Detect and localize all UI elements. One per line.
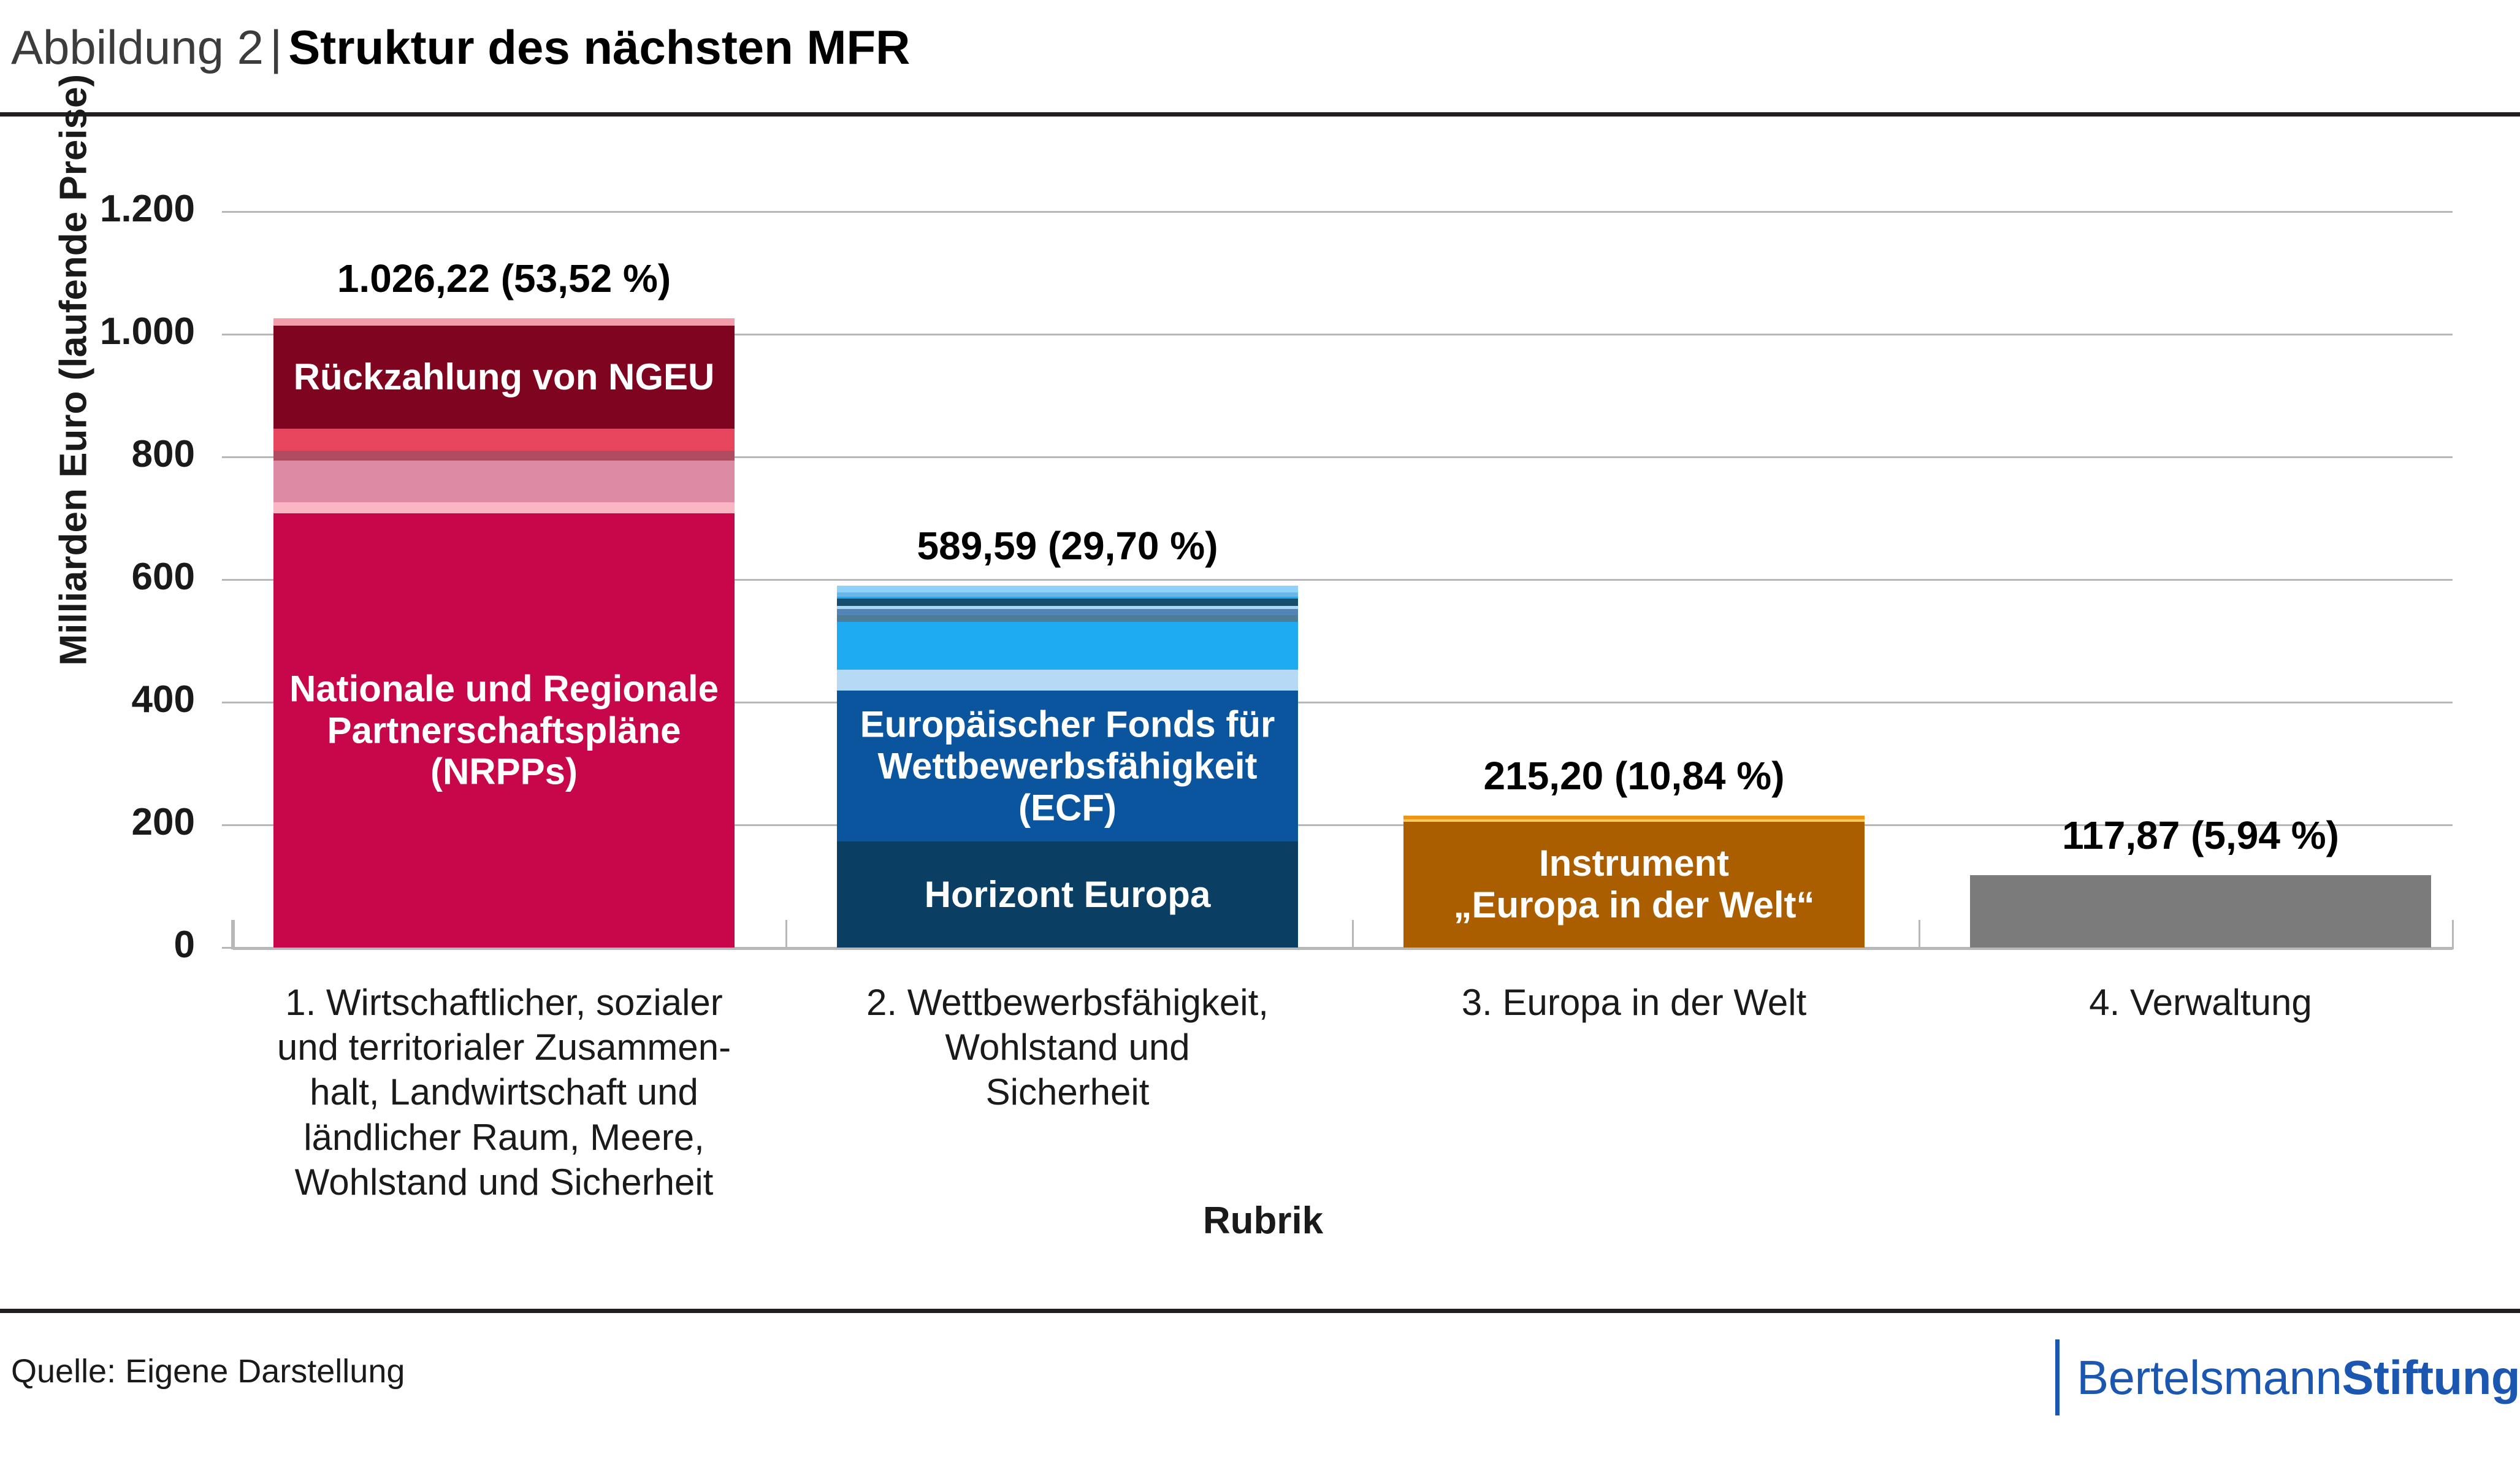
footer-divider-rule — [0, 1309, 2520, 1313]
y-axis-tick — [222, 824, 234, 826]
y-axis-tick — [222, 702, 234, 703]
source-note: Quelle: Eigene Darstellung — [11, 1353, 405, 1390]
bar-segment[interactable] — [273, 428, 735, 451]
x-axis-category-label: 4. Verwaltung — [2089, 982, 2312, 1023]
y-axis-tick-label: 1.200 — [99, 188, 195, 230]
gridline — [233, 947, 2453, 949]
gridline — [233, 456, 2453, 458]
y-axis-tick-label: 200 — [131, 801, 195, 843]
x-axis-category-separator — [2452, 920, 2454, 949]
bar-segment[interactable]: Europäischer Fonds für Wettbewerbsfähigk… — [837, 691, 1298, 842]
gridline — [233, 211, 2453, 213]
bar-total-label: 589,59 (29,70 %) — [917, 524, 1218, 569]
bar-segment[interactable] — [837, 599, 1298, 607]
bar-segment[interactable] — [1403, 815, 1865, 819]
bar-segment[interactable] — [837, 622, 1298, 670]
x-axis-category-label: 1. Wirtschaftlicher, sozialer und territ… — [277, 982, 731, 1203]
y-axis-tick — [222, 456, 234, 458]
logo-bar-icon — [2055, 1339, 2060, 1415]
x-axis-title: Rubrik — [1202, 1200, 1324, 1242]
x-axis-category-separator — [785, 920, 787, 949]
bar-segment[interactable] — [1970, 875, 2431, 948]
y-axis-tick-label: 1.000 — [99, 310, 195, 353]
gridline — [233, 824, 2453, 826]
bar-segment[interactable] — [273, 460, 735, 502]
x-axis-category-label: 3. Europa in der Welt — [1461, 982, 1807, 1023]
bar-segment[interactable]: Horizont Europa — [837, 841, 1298, 948]
stacked-bar[interactable]: Instrument „Europa in der Welt“ — [1403, 815, 1865, 948]
bar-segment[interactable] — [273, 450, 735, 461]
bar-segment-label: Europäischer Fonds für Wettbewerbsfähigk… — [860, 703, 1275, 829]
figure-number: Abbildung 2 — [11, 20, 264, 74]
x-axis-category-separator — [233, 920, 235, 949]
bar-segment[interactable] — [273, 502, 735, 513]
stacked-bar[interactable] — [1970, 875, 2431, 948]
y-axis-tick — [222, 579, 234, 581]
bar-total-label: 215,20 (10,84 %) — [1483, 753, 1785, 798]
bar-segment-label: Nationale und Regionale Partnerschaftspl… — [289, 668, 719, 792]
bar-segment[interactable] — [837, 670, 1298, 691]
y-axis-line — [231, 920, 234, 949]
title-divider: | — [270, 20, 283, 74]
figure-title: Struktur des nächsten MFR — [288, 20, 911, 74]
bar-segment[interactable] — [837, 592, 1298, 597]
bar-segment[interactable] — [837, 615, 1298, 622]
bar-segment[interactable] — [837, 586, 1298, 593]
y-axis-tick-label: 400 — [131, 678, 195, 721]
y-axis-title: Milliarden Euro (laufende Preise) — [52, 74, 95, 666]
stacked-bar[interactable]: Europäischer Fonds für Wettbewerbsfähigk… — [837, 586, 1298, 948]
bar-segment-label: Rückzahlung von NGEU — [293, 356, 715, 397]
figure-header: Abbildung 2|Struktur des nächsten MFR — [0, 0, 2520, 117]
bar-total-label: 117,87 (5,94 %) — [2062, 813, 2339, 858]
logo-word-stiftung: Stiftung — [2342, 1350, 2520, 1404]
stacked-bar[interactable]: Rückzahlung von NGEU Nationale und Region… — [273, 318, 735, 948]
y-axis-tick — [222, 947, 234, 949]
logo-word-bertelsmann: Bertelsmann — [2077, 1350, 2342, 1404]
y-axis-tick-label: 800 — [131, 433, 195, 475]
bar-segment[interactable] — [837, 606, 1298, 610]
y-axis-tick — [222, 211, 234, 213]
bar-segment[interactable] — [837, 609, 1298, 616]
bar-segment[interactable]: Instrument „Europa in der Welt“ — [1403, 821, 1865, 948]
y-axis-tick-label: 0 — [174, 924, 195, 966]
page-title: Abbildung 2|Struktur des nächsten MFR — [11, 23, 910, 71]
x-axis-category-label: 2. Wettbewerbsfähigkeit, Wohlstand und S… — [866, 982, 1269, 1113]
bertelsmann-stiftung-logo: BertelsmannStiftung — [2055, 1338, 2520, 1417]
bar-segment[interactable] — [1403, 819, 1865, 822]
gridline — [233, 702, 2453, 703]
bar-segment-label: Instrument „Europa in der Welt“ — [1453, 843, 1815, 926]
bar-segment[interactable] — [273, 318, 735, 326]
bar-total-label: 1.026,22 (53,52 %) — [337, 256, 671, 301]
y-axis-tick-label: 600 — [131, 556, 195, 598]
logo-text: BertelsmannStiftung — [2077, 1350, 2520, 1406]
y-axis-tick — [222, 334, 234, 335]
x-axis-line — [233, 948, 2453, 950]
x-axis-category-separator — [1918, 920, 1920, 949]
gridline — [233, 334, 2453, 335]
bar-segment[interactable]: Nationale und Regionale Partnerschaftspl… — [273, 513, 735, 948]
header-divider-rule — [0, 112, 2520, 117]
bar-segment[interactable] — [837, 597, 1298, 599]
gridline — [233, 579, 2453, 581]
bar-segment-label: Horizont Europa — [924, 873, 1211, 915]
x-axis-category-separator — [1351, 920, 1354, 949]
bar-segment[interactable]: Rückzahlung von NGEU — [273, 325, 735, 429]
